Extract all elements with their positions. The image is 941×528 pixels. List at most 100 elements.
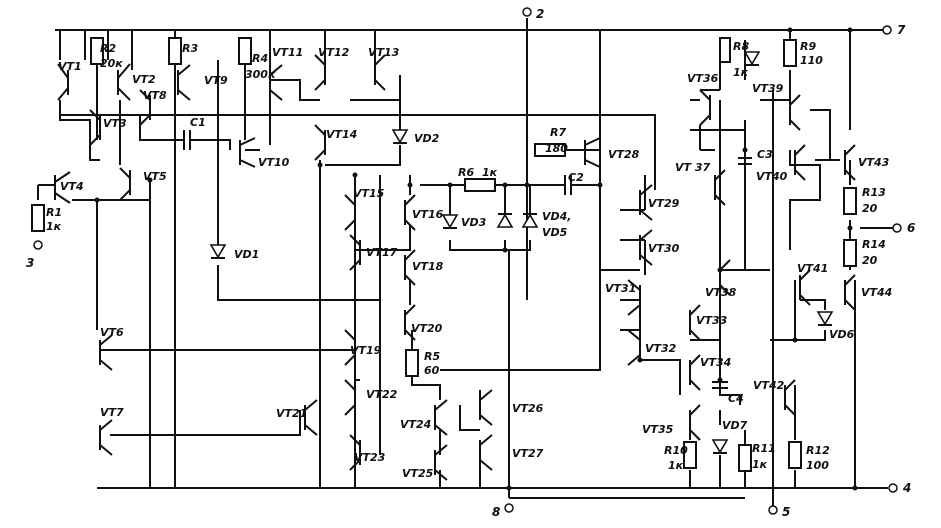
vd5-symbol xyxy=(521,213,539,228)
vt28-label: VT28 xyxy=(608,148,640,161)
vt20-label: VT20 xyxy=(411,322,443,335)
vt9-label: VT9 xyxy=(204,74,228,87)
r10-label: R10 xyxy=(664,444,688,457)
vt34-symbol xyxy=(689,354,701,391)
r4-value: 300к xyxy=(245,68,276,81)
r14-symbol xyxy=(843,239,857,267)
vt12-label: VT12 xyxy=(318,46,350,59)
vt30-symbol xyxy=(639,229,653,266)
r8-symbol xyxy=(719,37,731,63)
vt14-label: VT14 xyxy=(326,128,357,141)
vt40-label: VT40 xyxy=(756,170,788,183)
vt32-symbol xyxy=(627,329,641,366)
vd8-r8-diode-symbol xyxy=(743,51,761,66)
vt2-symbol xyxy=(117,63,131,101)
r14-value: 20 xyxy=(862,254,878,267)
transistor-symbols xyxy=(54,54,856,481)
vt6-symbol xyxy=(99,334,113,371)
vt41-label: VT41 xyxy=(797,262,828,275)
vd7-symbol xyxy=(711,439,729,454)
r11-symbol xyxy=(738,444,752,472)
r1-value: 1к xyxy=(46,220,62,233)
diode-symbols xyxy=(209,51,834,454)
r10-value: 1к xyxy=(668,459,684,472)
vt5-symbol xyxy=(119,167,131,201)
r2-symbol xyxy=(90,37,104,65)
vd5-label: VD5 xyxy=(542,226,568,239)
vt6-label: VT6 xyxy=(100,326,124,339)
r5-value: 60 xyxy=(424,364,440,377)
vt19-label: VT19 xyxy=(350,344,382,357)
vt14-symbol xyxy=(314,124,326,161)
vt4-label: VT4 xyxy=(60,180,84,193)
vt3-symbol xyxy=(89,109,101,146)
r11-value: 1к xyxy=(752,458,768,471)
pin-4-terminal xyxy=(888,483,898,493)
junction-dots xyxy=(94,27,858,491)
pin-5-terminal xyxy=(768,505,778,515)
pin-6-terminal xyxy=(892,223,902,233)
pin-3-terminal xyxy=(33,240,43,250)
vt44-symbol xyxy=(844,274,856,311)
pin-5-label: 5 xyxy=(782,505,790,519)
vt34-label: VT34 xyxy=(700,356,731,369)
vd3-label: VD3 xyxy=(461,216,487,229)
r12-symbol xyxy=(788,441,802,469)
vt11-label: VT11 xyxy=(272,46,303,59)
labels: 2 3 4 5 6 7 8 VT1 VT2 VT3 VT4 VT5 VT6 VT… xyxy=(26,7,915,519)
vt20-symbol xyxy=(404,304,416,341)
pin-8-label: 8 xyxy=(492,505,500,519)
vd1-symbol xyxy=(209,244,227,259)
c3-symbol xyxy=(738,150,752,175)
c1-symbol xyxy=(175,130,200,150)
r6-value: 1к xyxy=(482,166,498,179)
vd1-label: VD1 xyxy=(234,248,259,261)
vd4-symbol xyxy=(496,213,514,228)
vt16-symbol xyxy=(404,194,416,231)
r9-label: R9 xyxy=(800,40,816,53)
vt1-symbol xyxy=(57,63,69,101)
vt27-label: VT27 xyxy=(512,447,544,460)
r6-symbol xyxy=(464,178,496,192)
vt41-symbol xyxy=(799,269,811,306)
vt4-symbol xyxy=(54,171,71,204)
pin-4-label: 4 xyxy=(902,481,911,495)
vt15-symbol xyxy=(344,194,356,231)
pin-8-terminal xyxy=(504,503,514,513)
vd2-symbol xyxy=(391,129,409,144)
resistor-symbols xyxy=(31,37,857,472)
pin-6-label: 6 xyxy=(907,221,915,235)
c1-label: C1 xyxy=(190,116,206,129)
vt38-label: VT38 xyxy=(705,286,737,299)
vt3-label: VT3 xyxy=(103,117,127,130)
r2-label: R2 xyxy=(100,42,116,55)
wiring xyxy=(37,18,893,506)
r13-value: 20 xyxy=(862,202,878,215)
c2-symbol xyxy=(560,175,580,195)
vt1-label: VT1 xyxy=(58,60,82,73)
r9-symbol xyxy=(783,39,797,67)
pin-terminals xyxy=(33,7,902,515)
r7-value: 180 xyxy=(545,142,568,155)
vt22-symbol xyxy=(344,379,356,416)
vt22-label: VT22 xyxy=(366,388,398,401)
r7-symbol xyxy=(534,143,566,157)
vt37-symbol xyxy=(714,169,726,206)
vt2-label: VT2 xyxy=(132,73,156,86)
vt23-label: VT23 xyxy=(354,451,386,464)
c3-label: C3 xyxy=(757,148,773,161)
vt29-symbol xyxy=(639,184,653,221)
r14-label: R14 xyxy=(862,238,886,251)
vt7-label: VT7 xyxy=(100,406,124,419)
vt19-symbol xyxy=(344,329,356,366)
r5-label: R5 xyxy=(424,350,440,363)
vt26-symbol xyxy=(479,389,493,426)
vt25-symbol xyxy=(434,444,448,481)
vt35-label: VT35 xyxy=(642,423,674,436)
vd7-label: VD7 xyxy=(722,419,748,432)
vt21-symbol xyxy=(304,399,318,436)
vt29-label: VT29 xyxy=(648,197,680,210)
vd6-label: VD6 xyxy=(829,328,855,341)
vt44-label: VT44 xyxy=(861,286,892,299)
